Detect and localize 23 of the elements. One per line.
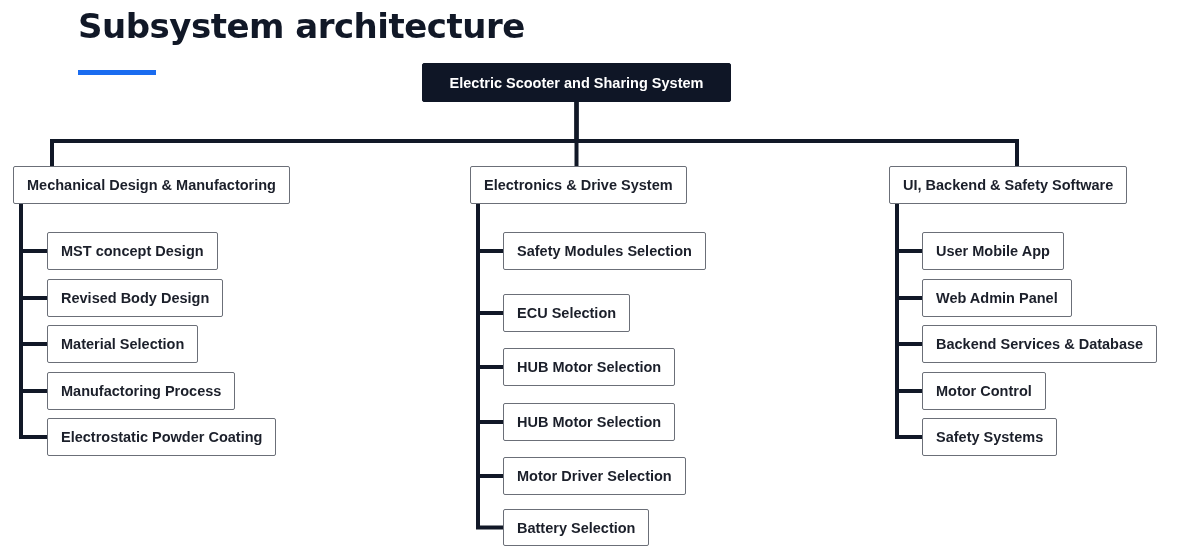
process-box: Material Selection	[47, 325, 199, 363]
connector-line	[574, 102, 1019, 166]
process-box: Safety Systems	[922, 418, 1058, 456]
process-box: UI, Backend & Safety Software	[889, 166, 1128, 204]
process-box: Safety Modules Selection	[503, 232, 706, 270]
connector-line	[476, 204, 503, 530]
process-box: Motor Driver Selection	[503, 457, 686, 495]
title: Subsystem architecture	[78, 6, 525, 46]
process-box: HUB Motor Selection	[503, 403, 676, 441]
process-box: Mechanical Design & Manufactoring	[13, 166, 290, 204]
process-box: Manufactoring Process	[47, 372, 236, 410]
process-box: Electrostatic Powder Coating	[47, 418, 277, 456]
process-box: Motor Control	[922, 372, 1046, 410]
process-box: MST concept Design	[47, 232, 218, 270]
process-box: Backend Services & Database	[922, 325, 1158, 363]
process-box: ECU Selection	[503, 294, 631, 332]
process-box: Electronics & Drive System	[470, 166, 687, 204]
process-box: Battery Selection	[503, 509, 650, 546]
root-box: Electric Scooter and Sharing System	[422, 63, 731, 102]
process-box: HUB Motor Selection	[503, 348, 676, 386]
process-box: User Mobile App	[922, 232, 1064, 270]
process-box: Revised Body Design	[47, 279, 224, 317]
process-box: Web Admin Panel	[922, 279, 1072, 317]
